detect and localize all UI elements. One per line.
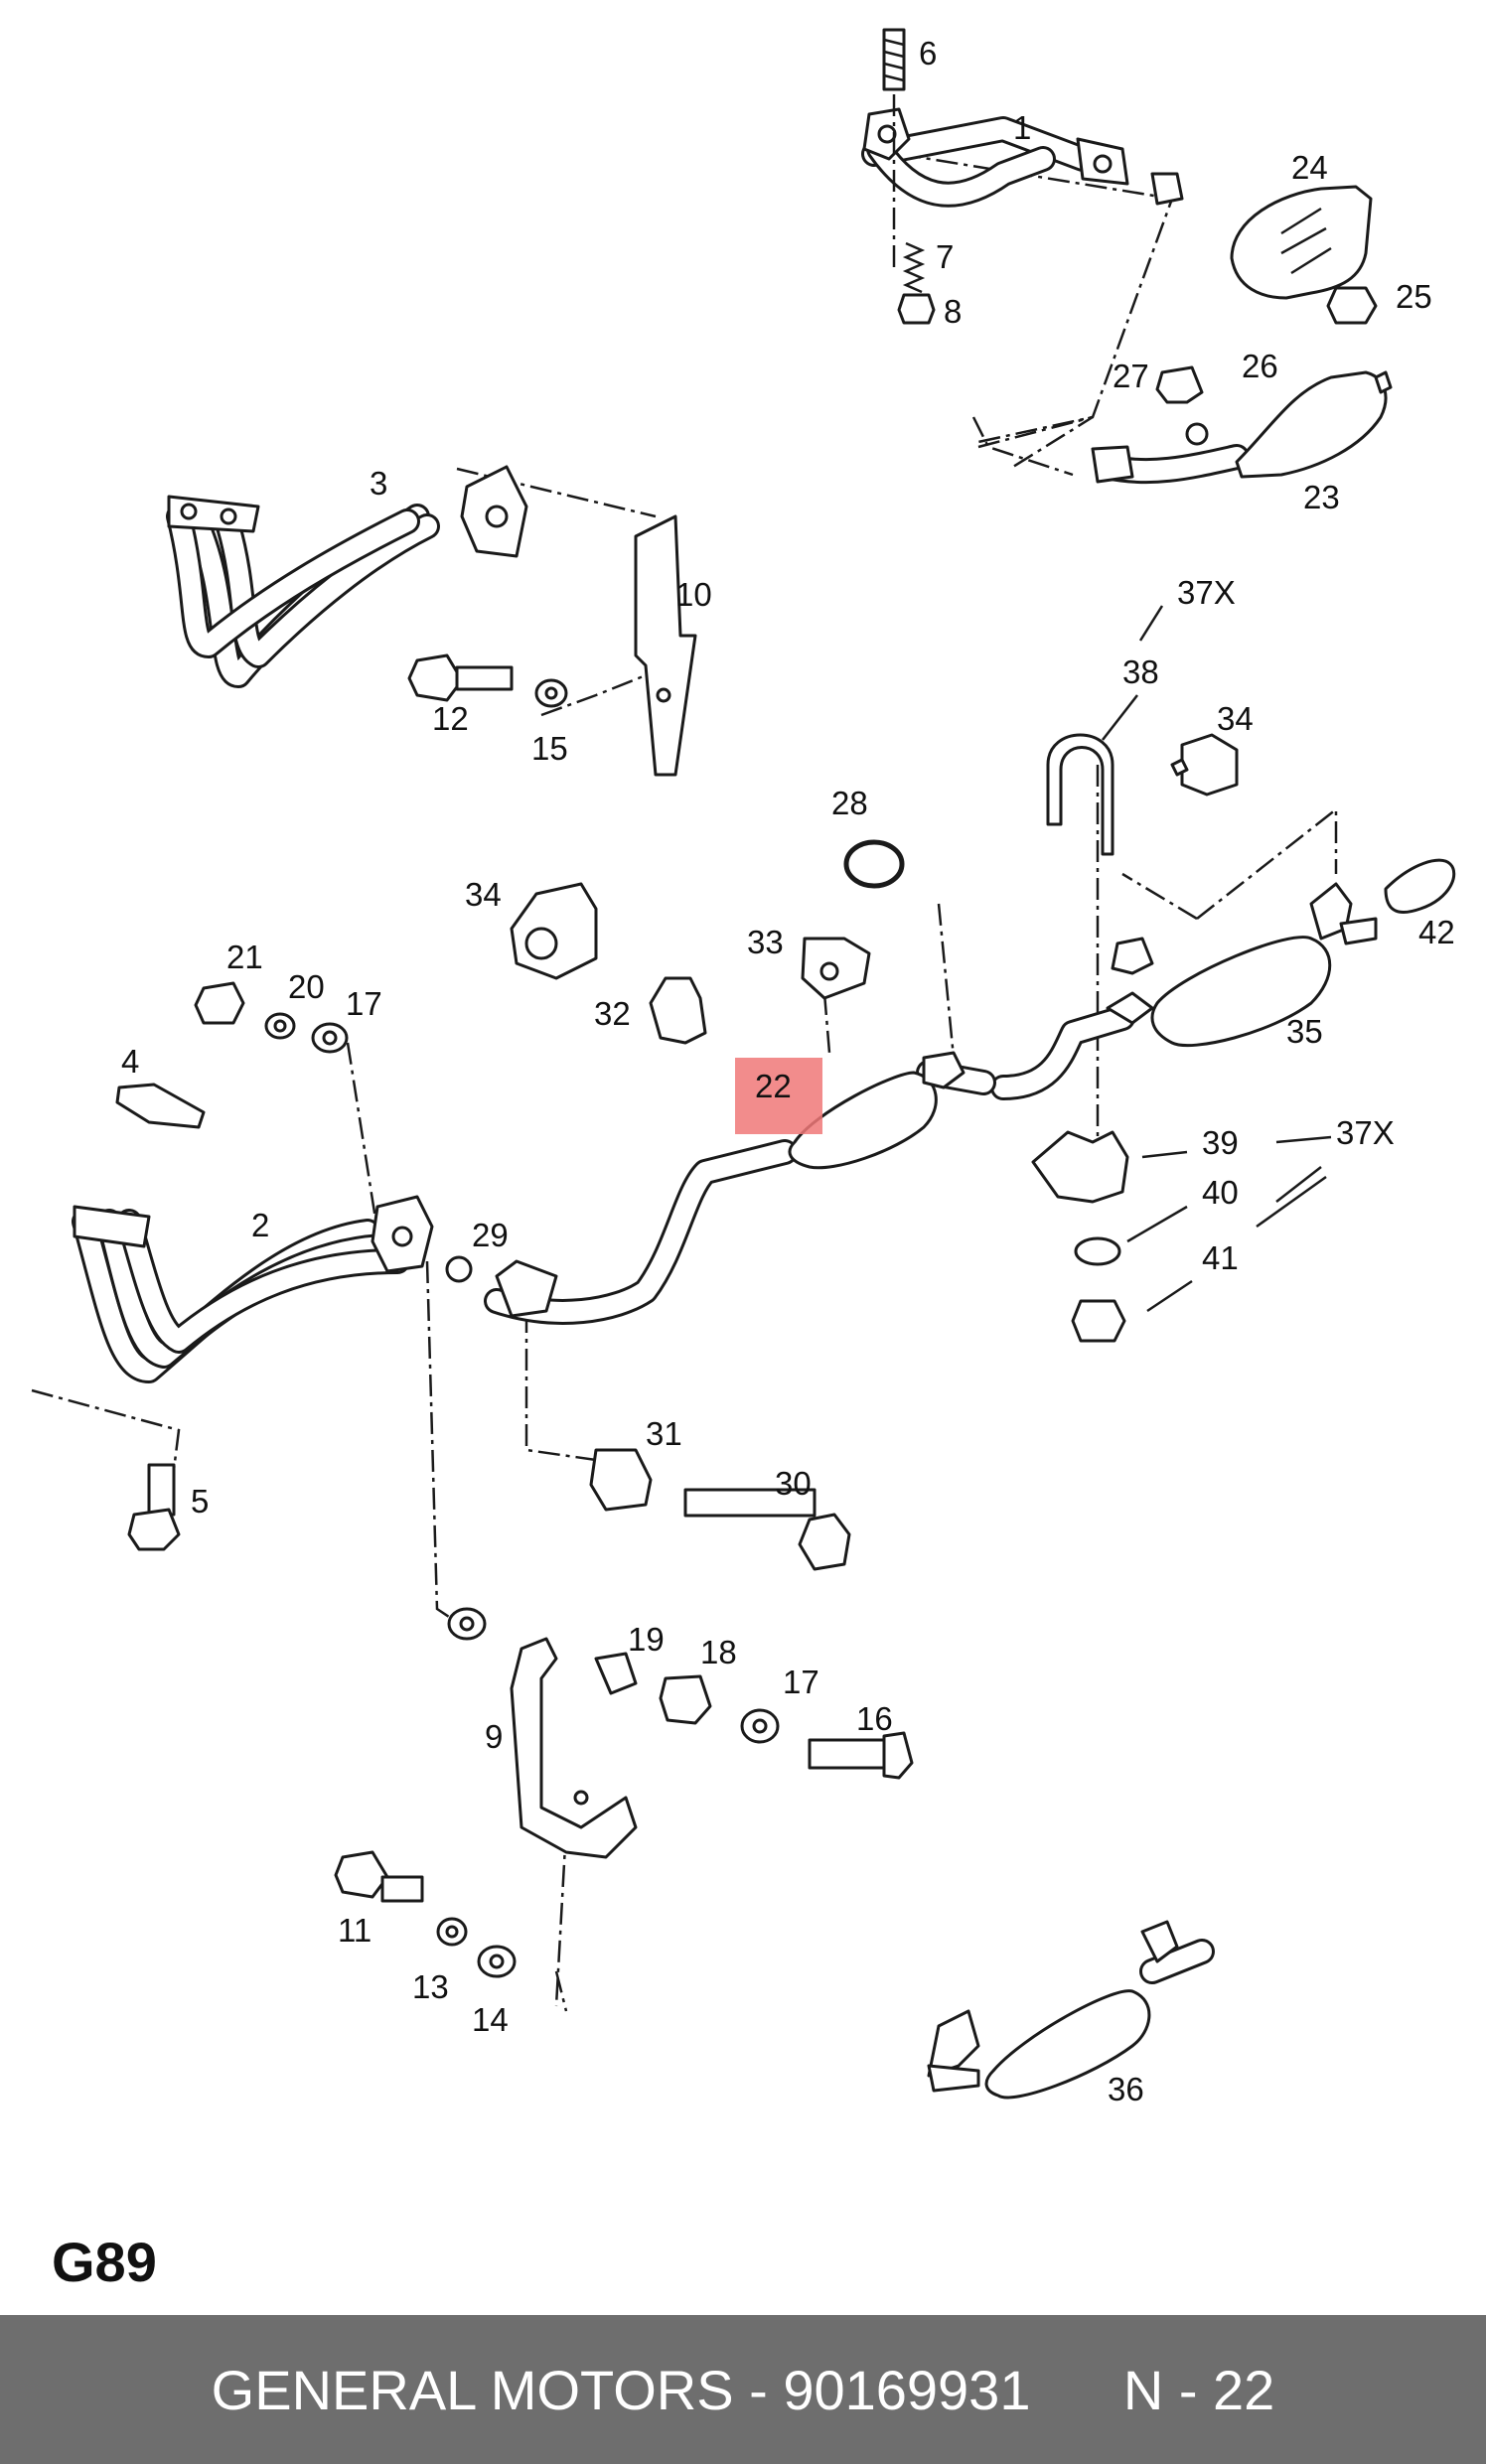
- bolt-12: [407, 653, 514, 702]
- exhaust-manifold-3: [166, 465, 528, 688]
- part-label-25: 25: [1396, 278, 1432, 315]
- part-label-5: 5: [191, 1483, 209, 1520]
- washer-14: [477, 1945, 517, 1978]
- bolt-5: [127, 1463, 181, 1551]
- part-label-23: 23: [1303, 479, 1340, 515]
- bush-18: [659, 1674, 712, 1725]
- u-bolt-38: [1046, 733, 1114, 856]
- part-label-3: 3: [370, 465, 387, 502]
- part-label-26: 26: [1242, 348, 1278, 384]
- nut-41: [1071, 1299, 1126, 1343]
- part-label-24: 24: [1291, 149, 1328, 186]
- part-label-4: 4: [121, 1043, 139, 1080]
- part-label-2: 2: [251, 1207, 269, 1243]
- rubber-mount-34-front: [510, 882, 598, 980]
- bolt-11: [334, 1850, 424, 1903]
- washer-lower-9: [447, 1607, 487, 1641]
- part-label-41: 41: [1202, 1239, 1239, 1276]
- part-label-1: 1: [1013, 109, 1031, 146]
- part-label-22: 22: [755, 1068, 792, 1104]
- part-label-18: 18: [700, 1634, 737, 1670]
- gasket-4: [115, 1083, 206, 1129]
- catalyst-23: [1091, 370, 1393, 485]
- part-label-30: 30: [775, 1465, 812, 1502]
- washer-13: [436, 1917, 468, 1947]
- part-label-32: 32: [594, 995, 631, 1032]
- rubber-mount-34-rear: [1170, 733, 1239, 797]
- washer-40: [1074, 1236, 1121, 1266]
- part-label-34-front: 34: [465, 876, 502, 913]
- ring-26: [1185, 422, 1209, 446]
- part-label-34-rear: 34: [1217, 700, 1254, 737]
- nut-8: [897, 293, 936, 325]
- nut-21: [194, 981, 245, 1025]
- part-label-28: 28: [831, 785, 868, 821]
- part-label-40: 40: [1202, 1174, 1239, 1211]
- part-label-9: 9: [485, 1718, 503, 1755]
- clamp-39: [1031, 1130, 1129, 1204]
- bracket-10: [634, 514, 697, 777]
- part-label-37x-top: 37X: [1177, 574, 1236, 611]
- part-label-10: 10: [675, 576, 712, 613]
- heat-shield-24: [1230, 185, 1373, 300]
- footer-bar: GENERAL MOTORS - 90169931 N - 22: [0, 2315, 1486, 2464]
- stud-6: [882, 28, 906, 268]
- part-label-12: 12: [432, 700, 469, 737]
- rear-silencer-36: [927, 1920, 1215, 2100]
- tail-pipe-42: [1384, 858, 1456, 914]
- part-label-39: 39: [1202, 1124, 1239, 1161]
- part-label-14: 14: [472, 2001, 509, 2038]
- part-label-15: 15: [531, 730, 568, 767]
- washer-20: [264, 1012, 296, 1040]
- part-label-16: 16: [856, 1700, 893, 1737]
- front-pipe-1: [861, 107, 1184, 208]
- bolt-16: [808, 1731, 914, 1780]
- part-label-36: 36: [1108, 2071, 1144, 2107]
- rubber-mount-33: [801, 937, 871, 1000]
- flange-front: [495, 1259, 558, 1318]
- spring-7: [902, 241, 926, 294]
- ring-28: [843, 839, 905, 889]
- washer-17-lower: [740, 1708, 780, 1744]
- center-silencer-22: [735, 1051, 966, 1170]
- part-labels: 1 2 3 4 5 6 7 8 9 10 11 12 13 14 15 16 1…: [121, 35, 1455, 2107]
- part-label-6: 6: [919, 35, 937, 72]
- part-label-17-top: 17: [346, 985, 382, 1022]
- exhaust-system-diagram: 1 2 3 4 5 6 7 8 9 10 11 12 13 14 15 16 1…: [31, 28, 1456, 2107]
- bracket-9: [510, 1637, 638, 1859]
- leader-lines: [31, 152, 1338, 2012]
- nut-25: [1326, 286, 1378, 325]
- part-label-27: 27: [1113, 358, 1149, 394]
- part-label-7: 7: [936, 238, 954, 275]
- part-label-20: 20: [288, 968, 325, 1005]
- part-label-19: 19: [628, 1621, 665, 1658]
- part-label-11: 11: [338, 1912, 372, 1949]
- part-label-35: 35: [1286, 1013, 1323, 1050]
- part-label-38: 38: [1122, 653, 1159, 690]
- part-label-21: 21: [226, 939, 263, 975]
- gasket-29: [445, 1255, 473, 1283]
- part-label-29: 29: [472, 1217, 509, 1253]
- part-label-37x-right: 37X: [1336, 1114, 1395, 1151]
- bush-31: [589, 1448, 653, 1512]
- highlight-22: [735, 1058, 822, 1134]
- part-label-31: 31: [646, 1415, 682, 1452]
- front-pipe-2: [72, 1195, 434, 1383]
- part-label-17-lower: 17: [783, 1664, 819, 1700]
- washer-17-top: [311, 1022, 349, 1054]
- rubber-buffer-32: [649, 976, 707, 1045]
- bolt-30: [683, 1488, 851, 1571]
- sleeve-19: [594, 1652, 638, 1695]
- part-label-13: 13: [412, 1968, 449, 2005]
- part-label-33: 33: [747, 924, 784, 960]
- part-label-8: 8: [944, 293, 962, 330]
- washer-15: [534, 678, 568, 708]
- rubber-mount-27: [1155, 365, 1204, 404]
- part-label-42: 42: [1418, 914, 1455, 950]
- footer-part-reference: GENERAL MOTORS - 90169931 N - 22: [211, 2358, 1275, 2421]
- rear-silencer-35: [990, 882, 1378, 1100]
- page-code-label: G89: [52, 2231, 157, 2293]
